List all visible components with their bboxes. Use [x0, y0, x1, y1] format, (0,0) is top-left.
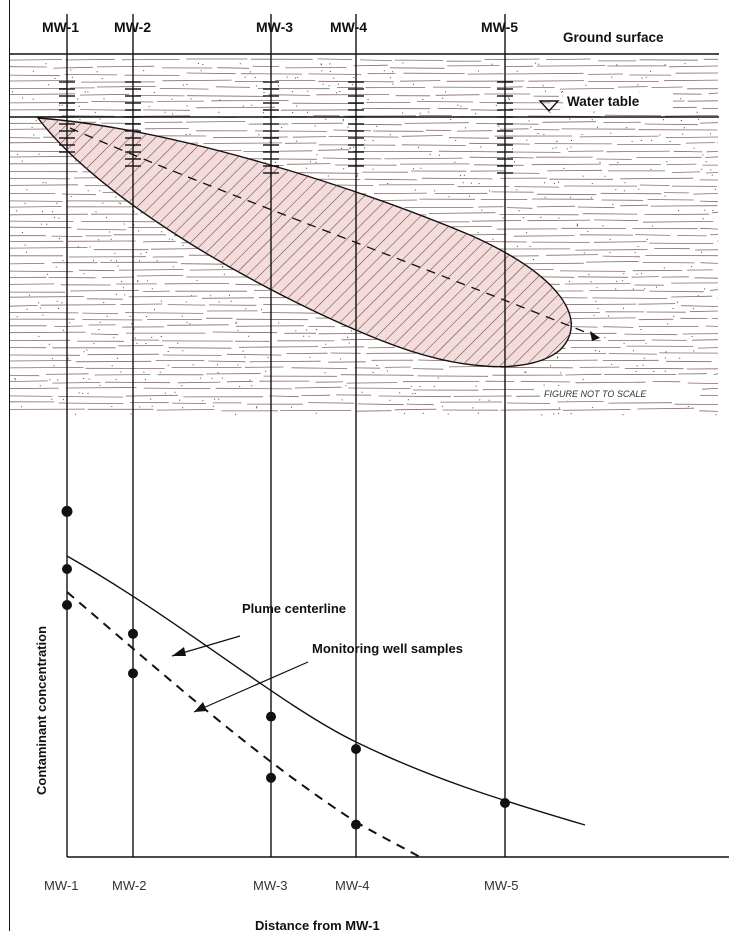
x-tick-mw3: MW-3	[253, 878, 287, 893]
centerline-point-mw-2	[128, 628, 138, 639]
x-tick-mw1: MW-1	[44, 878, 78, 893]
stratification-line	[9, 401, 719, 406]
mw1-upper-point	[61, 505, 73, 517]
monitoring-well-samples-callout: Monitoring well samples	[312, 641, 463, 656]
plume-hatch	[38, 118, 572, 367]
stratification-line	[9, 366, 719, 370]
soil-grain-dots	[105, 146, 695, 150]
well-label-top-mw5: MW-5	[481, 19, 518, 35]
stratification-line	[9, 352, 719, 356]
soil-grain-dots	[45, 62, 686, 66]
ground-surface-label: Ground surface	[563, 30, 664, 45]
centerline-point-mw-5	[500, 798, 510, 808]
soil-grain-dots	[51, 356, 681, 360]
soil-grain-dots	[35, 118, 700, 122]
soil-grain-dots	[54, 76, 647, 79]
stratification-line	[9, 79, 719, 83]
well-label-top-mw2: MW-2	[114, 19, 151, 35]
soil-grain-dots	[51, 398, 569, 402]
sample-point-mw-4	[351, 819, 361, 830]
stratification-line	[10, 86, 719, 90]
plume-centerline-arrowhead	[590, 331, 600, 341]
soil-grain-dots	[14, 377, 584, 381]
y-axis-label: Contaminant concentration	[34, 626, 49, 795]
stratification-line	[9, 345, 719, 349]
soil-grain-dots	[83, 349, 695, 353]
plume-centerline-callout: Plume centerline	[242, 601, 346, 616]
well-label-top-mw3: MW-3	[256, 19, 293, 35]
water-table-label: Water table	[567, 94, 640, 109]
stratification-line	[9, 64, 719, 69]
soil-grain-dots	[12, 90, 641, 94]
sample-point-mw-2	[128, 668, 138, 679]
water-table-icon	[538, 100, 560, 113]
soil-grain-dots	[21, 405, 689, 409]
not-to-scale-bg	[540, 386, 700, 400]
stratification-line	[9, 380, 719, 384]
stratification-line	[9, 337, 719, 342]
soil-grain-dots	[31, 125, 685, 129]
soil-grain-dots	[94, 111, 698, 115]
soil-grain-dots	[39, 384, 583, 388]
soil-grain-dots	[74, 412, 717, 416]
centerline-point-mw-3	[266, 711, 276, 722]
well-label-top-mw1: MW-1	[42, 19, 79, 35]
soil-grain-dots	[107, 139, 671, 143]
x-tick-mw2: MW-2	[112, 878, 146, 893]
water-table-label-bg	[563, 92, 673, 110]
samples-leader	[193, 661, 309, 713]
sample-point-mw-1	[62, 600, 72, 610]
stratification-line	[9, 407, 719, 412]
stratification-line	[9, 58, 718, 62]
stratification-line	[9, 359, 712, 363]
sample-point-mw-3	[266, 772, 276, 783]
soil-grain-dots	[53, 363, 644, 367]
centerline-point-mw-4	[351, 744, 361, 754]
stratification-line	[9, 72, 719, 77]
left-border	[9, 0, 10, 931]
centerline-point-mw-1	[62, 564, 72, 574]
samples-curve	[66, 591, 421, 858]
not-to-scale-label: FIGURE NOT TO SCALE	[544, 389, 647, 399]
monitoring-wells	[59, 14, 513, 857]
plume-centerline-arrow-icon	[172, 647, 186, 656]
stratification-line	[9, 373, 719, 377]
soil-grain-dots	[120, 370, 666, 374]
x-tick-mw4: MW-4	[335, 878, 369, 893]
x-tick-mw5: MW-5	[484, 878, 518, 893]
samples-arrow-icon	[194, 702, 207, 712]
well-label-top-mw4: MW-4	[330, 19, 367, 35]
x-axis-label: Distance from MW-1	[255, 918, 380, 931]
centerline-curve	[66, 555, 586, 826]
soil-grain-dots	[47, 83, 639, 87]
soil-grain-dots	[32, 69, 652, 73]
data-points	[61, 505, 510, 830]
